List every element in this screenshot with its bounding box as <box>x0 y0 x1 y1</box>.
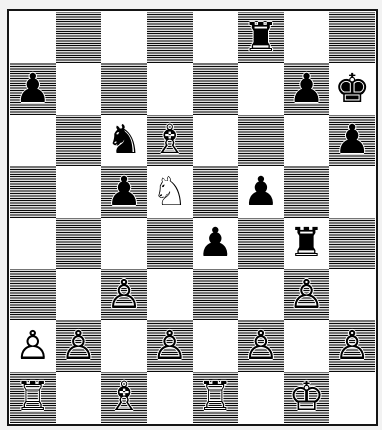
black-pawn-piece-f5[interactable]: ♟ <box>243 172 279 212</box>
square-h3[interactable] <box>329 269 375 320</box>
square-c5[interactable]: ♟ <box>101 166 147 217</box>
square-a3[interactable] <box>10 269 56 320</box>
square-h8[interactable] <box>329 12 375 63</box>
square-h7[interactable]: ♚ <box>329 63 375 114</box>
square-b8[interactable] <box>56 12 102 63</box>
square-d2[interactable]: ♙ <box>147 320 193 371</box>
square-a1[interactable]: ♖ <box>10 372 56 423</box>
square-e3[interactable] <box>193 269 239 320</box>
square-h4[interactable] <box>329 218 375 269</box>
square-d3[interactable] <box>147 269 193 320</box>
black-pawn-piece-e4[interactable]: ♟ <box>197 223 233 263</box>
square-g1[interactable]: ♔ <box>284 372 330 423</box>
black-king-piece-h7[interactable]: ♚ <box>334 69 370 109</box>
white-pawn-piece-g3[interactable]: ♙ <box>289 275 325 315</box>
square-b2[interactable]: ♙ <box>56 320 102 371</box>
black-pawn-piece-g7[interactable]: ♟ <box>289 69 325 109</box>
square-a2[interactable]: ♙ <box>10 320 56 371</box>
square-e2[interactable] <box>193 320 239 371</box>
square-b4[interactable] <box>56 218 102 269</box>
square-g6[interactable] <box>284 115 330 166</box>
square-d8[interactable] <box>147 12 193 63</box>
square-e5[interactable] <box>193 166 239 217</box>
square-d5[interactable]: ♘ <box>147 166 193 217</box>
square-c2[interactable] <box>101 320 147 371</box>
square-c4[interactable] <box>101 218 147 269</box>
square-h1[interactable] <box>329 372 375 423</box>
square-h2[interactable]: ♙ <box>329 320 375 371</box>
square-a5[interactable] <box>10 166 56 217</box>
square-f8[interactable]: ♜ <box>238 12 284 63</box>
chess-board: ♜♟♟♚♞♗♟♟♘♟♟♜♙♙♙♙♙♙♙♖♗♖♔ <box>10 12 375 423</box>
square-b7[interactable] <box>56 63 102 114</box>
square-d6[interactable]: ♗ <box>147 115 193 166</box>
square-g3[interactable]: ♙ <box>284 269 330 320</box>
square-c7[interactable] <box>101 63 147 114</box>
black-pawn-piece-c5[interactable]: ♟ <box>106 172 142 212</box>
square-f4[interactable] <box>238 218 284 269</box>
square-g8[interactable] <box>284 12 330 63</box>
square-h5[interactable] <box>329 166 375 217</box>
square-e7[interactable] <box>193 63 239 114</box>
square-f5[interactable]: ♟ <box>238 166 284 217</box>
square-b1[interactable] <box>56 372 102 423</box>
white-pawn-piece-h2[interactable]: ♙ <box>334 326 370 366</box>
square-c1[interactable]: ♗ <box>101 372 147 423</box>
square-a4[interactable] <box>10 218 56 269</box>
white-bishop-piece-c1[interactable]: ♗ <box>106 377 142 417</box>
white-pawn-piece-a2[interactable]: ♙ <box>15 326 51 366</box>
square-f7[interactable] <box>238 63 284 114</box>
black-rook-piece-f8[interactable]: ♜ <box>243 18 279 58</box>
white-knight-piece-d5[interactable]: ♘ <box>152 172 188 212</box>
square-f6[interactable] <box>238 115 284 166</box>
square-h6[interactable]: ♟ <box>329 115 375 166</box>
black-rook-piece-g4[interactable]: ♜ <box>289 223 325 263</box>
square-e1[interactable]: ♖ <box>193 372 239 423</box>
white-bishop-piece-d6[interactable]: ♗ <box>152 120 188 160</box>
white-pawn-piece-d2[interactable]: ♙ <box>152 326 188 366</box>
black-knight-piece-c6[interactable]: ♞ <box>106 120 142 160</box>
square-a6[interactable] <box>10 115 56 166</box>
square-b6[interactable] <box>56 115 102 166</box>
square-f1[interactable] <box>238 372 284 423</box>
square-e4[interactable]: ♟ <box>193 218 239 269</box>
square-g5[interactable] <box>284 166 330 217</box>
square-b5[interactable] <box>56 166 102 217</box>
square-a8[interactable] <box>10 12 56 63</box>
square-a7[interactable]: ♟ <box>10 63 56 114</box>
square-d1[interactable] <box>147 372 193 423</box>
square-f2[interactable]: ♙ <box>238 320 284 371</box>
black-pawn-piece-h6[interactable]: ♟ <box>334 120 370 160</box>
white-pawn-piece-c3[interactable]: ♙ <box>106 275 142 315</box>
square-c8[interactable] <box>101 12 147 63</box>
square-f3[interactable] <box>238 269 284 320</box>
white-rook-piece-a1[interactable]: ♖ <box>15 377 51 417</box>
square-e6[interactable] <box>193 115 239 166</box>
square-g2[interactable] <box>284 320 330 371</box>
square-b3[interactable] <box>56 269 102 320</box>
square-d4[interactable] <box>147 218 193 269</box>
white-pawn-piece-f2[interactable]: ♙ <box>243 326 279 366</box>
square-g4[interactable]: ♜ <box>284 218 330 269</box>
square-d7[interactable] <box>147 63 193 114</box>
white-king-piece-g1[interactable]: ♔ <box>289 377 325 417</box>
white-pawn-piece-b2[interactable]: ♙ <box>61 326 97 366</box>
square-e8[interactable] <box>193 12 239 63</box>
chess-board-frame: ♜♟♟♚♞♗♟♟♘♟♟♜♙♙♙♙♙♙♙♖♗♖♔ <box>7 9 378 426</box>
square-g7[interactable]: ♟ <box>284 63 330 114</box>
square-c3[interactable]: ♙ <box>101 269 147 320</box>
black-pawn-piece-a7[interactable]: ♟ <box>15 69 51 109</box>
white-rook-piece-e1[interactable]: ♖ <box>197 377 233 417</box>
square-c6[interactable]: ♞ <box>101 115 147 166</box>
